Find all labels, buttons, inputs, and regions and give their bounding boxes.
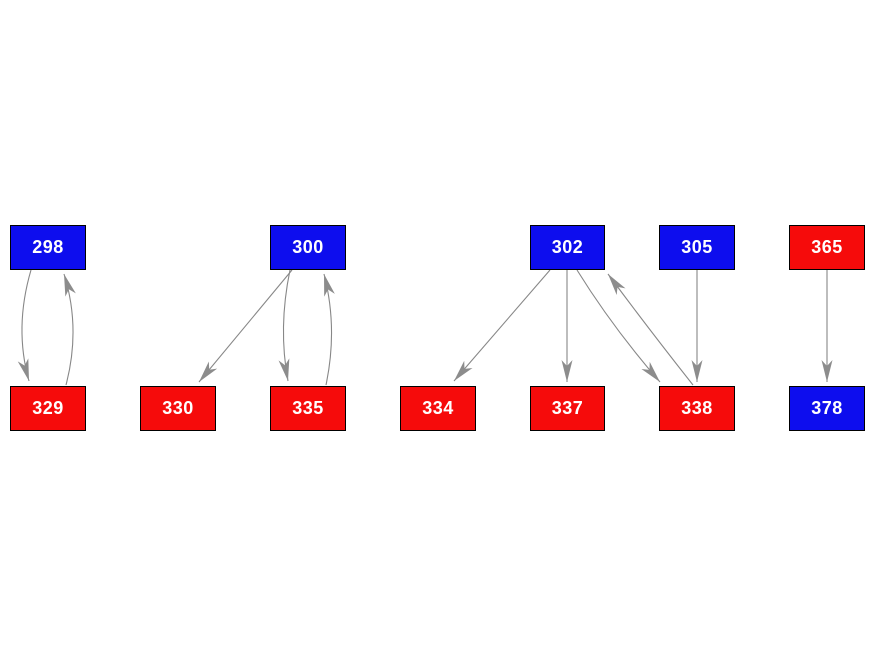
graph-node-378: 378 (789, 386, 865, 431)
graph-node-335: 335 (270, 386, 346, 431)
graph-node-300: 300 (270, 225, 346, 270)
graph-node-329: 329 (10, 386, 86, 431)
node-label: 298 (32, 237, 64, 257)
node-label: 302 (551, 237, 584, 257)
graph-node-330: 330 (140, 386, 216, 431)
node-label: 300 (292, 237, 324, 257)
graph-node-305: 305 (659, 225, 735, 270)
edge-group (17, 269, 833, 386)
graph-node-365: 365 (789, 225, 865, 270)
edge-338-to-302 (607, 273, 694, 386)
edge-335-to-300 (323, 273, 335, 386)
node-label: 330 (162, 398, 194, 418)
graph-node-298: 298 (10, 225, 86, 270)
edge-298-to-329 (17, 269, 32, 382)
node-label: 338 (681, 398, 713, 418)
edge-300-to-335 (278, 269, 291, 382)
node-label: 329 (32, 398, 64, 418)
edge-329-to-298 (63, 273, 76, 386)
edge-302-to-334 (453, 269, 551, 382)
node-label: 334 (422, 398, 454, 418)
node-label: 335 (292, 398, 324, 418)
node-label: 365 (811, 237, 843, 257)
node-label: 305 (681, 237, 713, 257)
graph-node-337: 337 (530, 386, 605, 431)
node-label: 337 (551, 398, 584, 418)
edge-300-to-330 (198, 269, 293, 383)
edge-302-to-338 (576, 269, 661, 383)
graph-node-334: 334 (400, 386, 476, 431)
node-label: 378 (811, 398, 843, 418)
graph-node-338: 338 (659, 386, 735, 431)
graph-node-302: 302 (530, 225, 605, 270)
